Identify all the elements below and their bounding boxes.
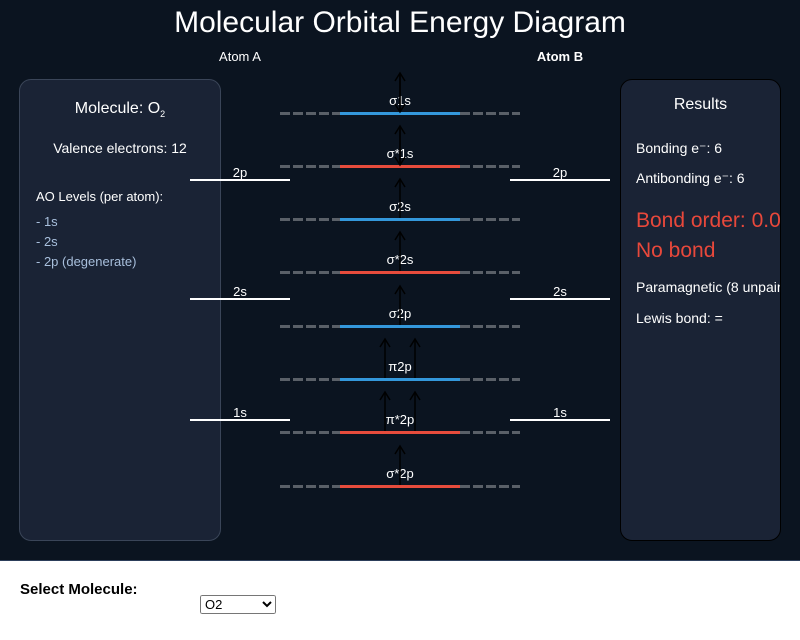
spin-up-arrow-icon — [394, 177, 406, 218]
bond-order: Bond order: 0.0 — [636, 209, 781, 232]
valence-electrons: Valence electrons: 12 — [53, 140, 187, 156]
atom-b-ao-label: 2s — [553, 284, 567, 299]
spin-up-arrow-icon — [409, 337, 421, 378]
mo-dashed-connector — [280, 485, 340, 488]
mo-dashed-connector — [280, 165, 340, 168]
mo-dashed-connector — [280, 218, 340, 221]
atom-a-ao-label: 1s — [233, 405, 247, 420]
mo-label: π2p — [388, 359, 412, 374]
mo-dashed-connector — [280, 112, 340, 115]
atom-a-ao-line — [190, 419, 290, 421]
mo-level-line — [340, 271, 460, 274]
mo-dashed-connector — [460, 485, 520, 488]
molecule-title: Molecule: O2 — [74, 100, 166, 120]
spin-up-arrow-icon — [394, 230, 406, 271]
mo-dashed-connector — [280, 378, 340, 381]
mo-label: π*2p — [385, 412, 415, 427]
magnetism: Paramagnetic (8 unpaired) — [636, 279, 781, 295]
mo-level-line — [340, 325, 460, 328]
page-title: Molecular Orbital Energy Diagram — [174, 6, 626, 39]
mo-dashed-connector — [460, 112, 520, 115]
spin-up-arrow-icon — [394, 284, 406, 325]
spin-down-arrow-icon — [394, 73, 406, 114]
atom-a-ao-line — [190, 179, 290, 181]
spin-up-arrow-icon — [394, 444, 406, 485]
molecule-info-panel: Molecule: O2 Valence electrons: 12 AO Le… — [19, 79, 221, 541]
spin-up-arrow-icon — [409, 390, 421, 431]
atom-a-ao-label: 2s — [233, 284, 247, 299]
spin-up-arrow-icon — [379, 390, 391, 431]
electron-arrows — [379, 71, 421, 485]
mo-level-line — [340, 485, 460, 488]
mo-level-line — [340, 378, 460, 381]
ao-item: - 2s — [36, 234, 58, 249]
mo-level-line — [340, 431, 460, 434]
atom-b-ao-label: 2p — [552, 165, 568, 180]
atom-b-ao-line — [510, 419, 610, 421]
lewis-bond: Lewis bond: = — [636, 310, 723, 326]
atom-a-ao-label: 2p — [232, 165, 248, 180]
mo-dashed-connector — [460, 271, 520, 274]
mo-level-line — [340, 112, 460, 115]
bond-status: No bond — [636, 239, 716, 262]
molecule-select[interactable]: O2 — [200, 595, 276, 614]
antibonding-electrons: Antibonding e⁻: 6 — [636, 170, 745, 186]
atom-b-ao-line — [510, 179, 610, 181]
atom-a-label: Atom A — [219, 49, 261, 64]
ao-levels-heading: AO Levels (per atom): — [36, 189, 164, 204]
mo-dashed-connector — [280, 271, 340, 274]
mo-dashed-connector — [280, 431, 340, 434]
mo-level-line — [340, 218, 460, 221]
bonding-electrons: Bonding e⁻: 6 — [636, 140, 723, 156]
atom-b-ao-label: 1s — [553, 405, 567, 420]
atom-b-label: Atom B — [536, 49, 584, 64]
mo-level-line — [340, 165, 460, 168]
spin-up-arrow-icon — [379, 337, 391, 378]
mo-dashed-connector — [460, 431, 520, 434]
mo-dashed-connector — [280, 325, 340, 328]
diagram-stage: Molecular Orbital Energy Diagram Atom A … — [0, 0, 800, 561]
results-panel: Results Bonding e⁻: 6 Antibonding e⁻: 6 … — [620, 79, 781, 541]
results-heading: Results — [673, 96, 728, 113]
spin-down-arrow-icon — [394, 126, 406, 167]
mo-dashed-connector — [460, 218, 520, 221]
mo-dashed-connector — [460, 378, 520, 381]
atom-a-ao-line — [190, 298, 290, 300]
ao-item: - 2p (degenerate) — [36, 254, 137, 269]
mo-dashed-connector — [460, 325, 520, 328]
ao-item: - 1s — [36, 214, 58, 229]
select-molecule-label: Select Molecule: — [20, 581, 138, 598]
atom-b-ao-line — [510, 298, 610, 300]
mo-dashed-connector — [460, 165, 520, 168]
